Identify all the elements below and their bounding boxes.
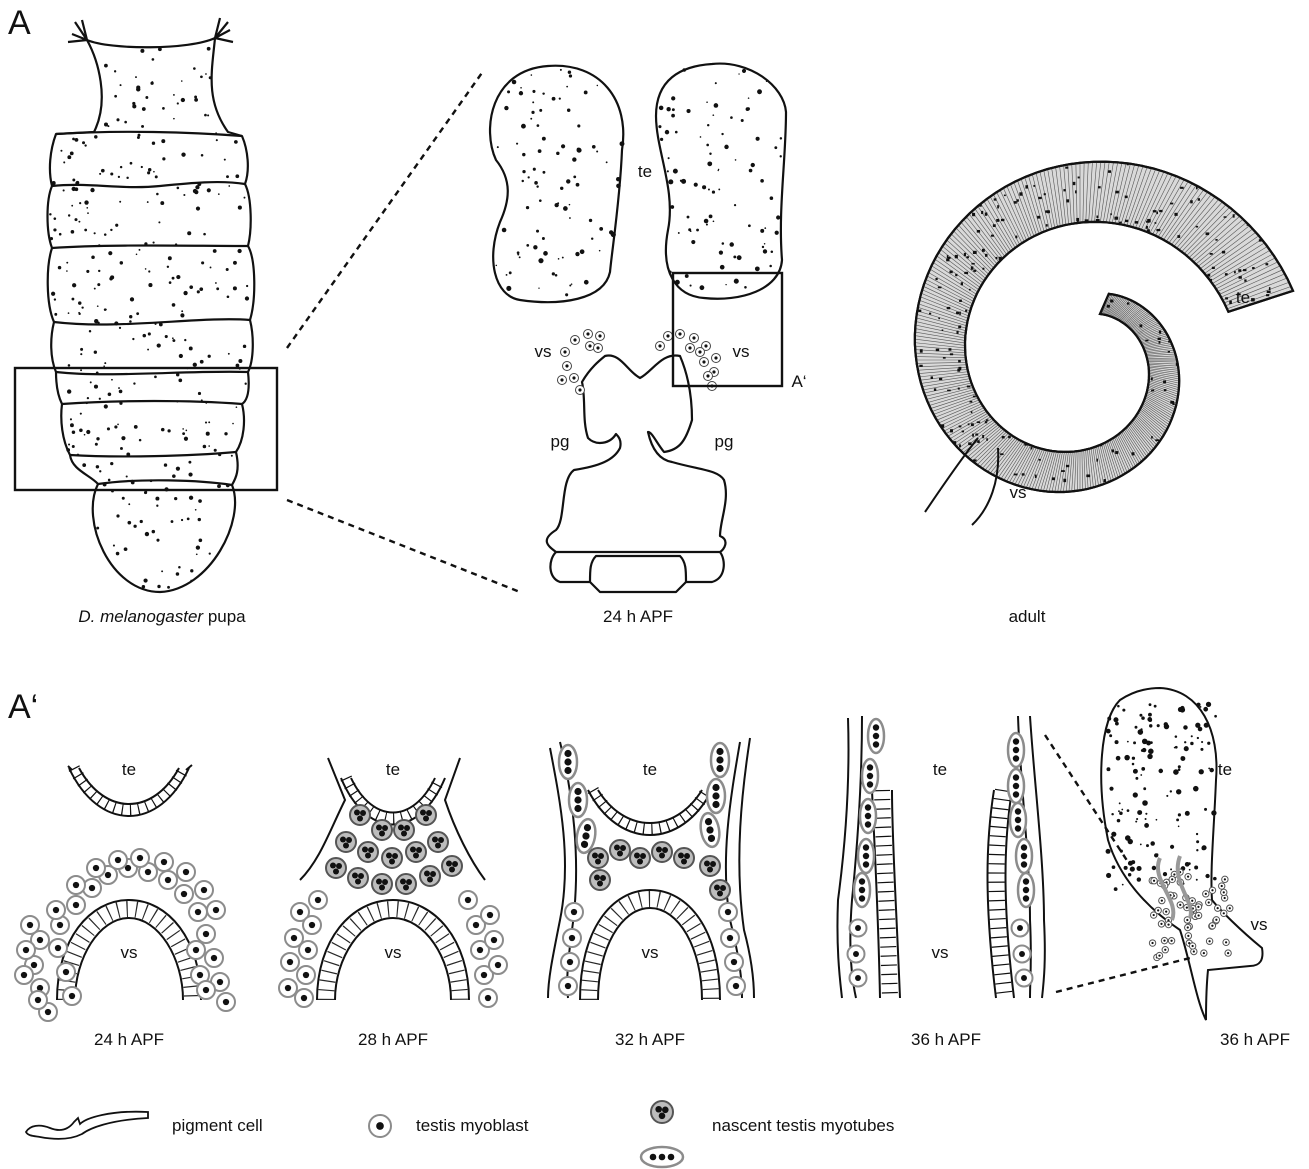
stage-1-te-label: te [122,760,136,780]
stage-5-te-label: te [1218,760,1232,780]
adult-testis-drawing [760,40,1309,680]
label-vs-adult: vs [1010,483,1027,503]
pupa-caption: D. melanogaster pupa [78,607,245,627]
stage-28h-drawing [279,758,507,1007]
testis-myoblast-legend-icon [369,1115,391,1137]
legend-nascent-myotubes: nascent testis myotubes [712,1116,894,1136]
label-vs-left: vs [535,342,552,362]
label-te-adult: te [1236,288,1250,308]
gonad-24h-drawing [490,64,786,592]
pigment-cell-legend-icon [26,1112,148,1139]
stage-24h-drawing [15,765,235,1021]
stage-1-caption: 24 h APF [94,1030,164,1050]
label-pg-left: pg [551,432,570,452]
stage-5-caption: 36 h APF [1220,1030,1290,1050]
stage-3-te-label: te [643,760,657,780]
legend-icons [26,1101,683,1167]
legend-pigment-cell: pigment cell [172,1116,263,1136]
stage-2-vs-label: vs [385,943,402,963]
label-pg-right: pg [715,432,734,452]
label-inset-ref: A‘ [791,372,806,392]
stage-3-caption: 32 h APF [615,1030,685,1050]
stage-4-vs-label: vs [932,943,949,963]
stage-3-vs-label: vs [642,943,659,963]
label-te-24h: te [638,162,652,182]
stage-2-caption: 28 h APF [358,1030,428,1050]
stage-36h-overview-drawing [1045,688,1263,1020]
adult-caption: adult [1009,607,1046,627]
panel-letter-a: A [8,6,31,40]
zoom-guide-lines [287,70,520,592]
pupa-caption-species: D. melanogaster [78,607,203,626]
label-vs-right: vs [733,342,750,362]
gonad-24h-stipple [496,68,783,296]
gonad-24h-caption: 24 h APF [603,607,673,627]
pupa-stipple [49,47,249,589]
stage-4-caption: 36 h APF [911,1030,981,1050]
stage-1-vs-label: vs [121,943,138,963]
pupa-drawing [48,18,255,592]
stage-2-te-label: te [386,760,400,780]
panel-letter-a-prime: A‘ [8,690,38,724]
stage-5-vs-label: vs [1251,915,1268,935]
inset-box-a-prime [673,273,782,386]
legend-testis-myoblast: testis myoblast [416,1116,528,1136]
stage-4-te-label: te [933,760,947,780]
nascent-myotube-legend-icon [641,1101,683,1167]
pupa-caption-stage: pupa [203,607,246,626]
